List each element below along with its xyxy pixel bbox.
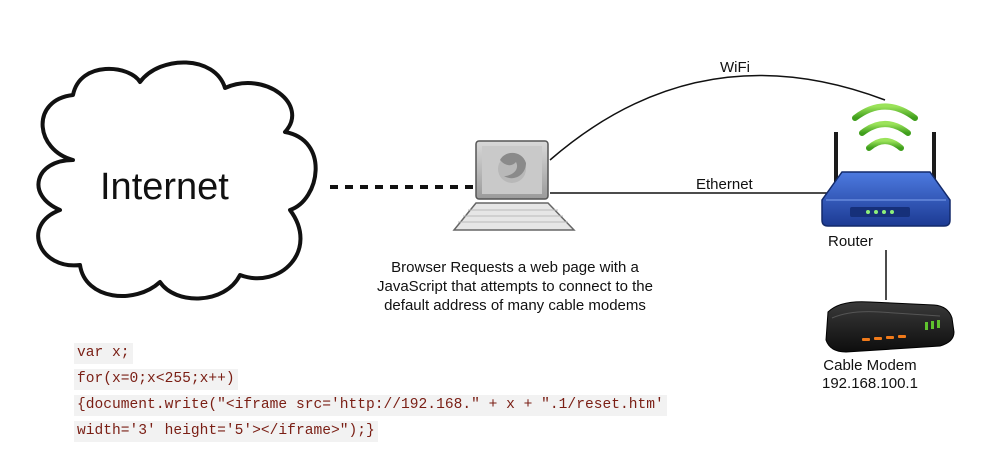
browser-request-caption: Browser Requests a web page with a JavaS… bbox=[345, 258, 685, 315]
wifi-label: WiFi bbox=[720, 59, 750, 76]
ethernet-label: Ethernet bbox=[696, 176, 753, 193]
wifi-link bbox=[549, 74, 886, 161]
cloud-icon bbox=[36, 60, 318, 301]
internet-label: Internet bbox=[100, 166, 229, 208]
laptop-browser-icon bbox=[452, 140, 576, 231]
router-label: Router bbox=[828, 233, 874, 250]
code-line: {document.write("<iframe src='http://192… bbox=[74, 392, 667, 418]
router-icon bbox=[821, 103, 951, 227]
code-line: var x; bbox=[74, 340, 667, 366]
javascript-code-snippet: var x; for(x=0;x<255;x++) {document.writ… bbox=[74, 340, 667, 444]
caption-line-1: Browser Requests a web page with a bbox=[391, 259, 639, 276]
caption-line-3: default address of many cable modems bbox=[384, 297, 646, 314]
code-line: for(x=0;x<255;x++) bbox=[74, 366, 667, 392]
caption-line-2: JavaScript that attempts to connect to t… bbox=[377, 278, 653, 295]
cable-modem-icon bbox=[825, 301, 955, 353]
cable-modem-name: Cable Modem bbox=[823, 357, 917, 374]
cable-modem-address: 192.168.100.1 bbox=[822, 375, 918, 392]
cable-modem-label: Cable Modem 192.168.100.1 bbox=[822, 357, 918, 393]
code-line: width='3' height='5'></iframe>");} bbox=[74, 418, 667, 444]
